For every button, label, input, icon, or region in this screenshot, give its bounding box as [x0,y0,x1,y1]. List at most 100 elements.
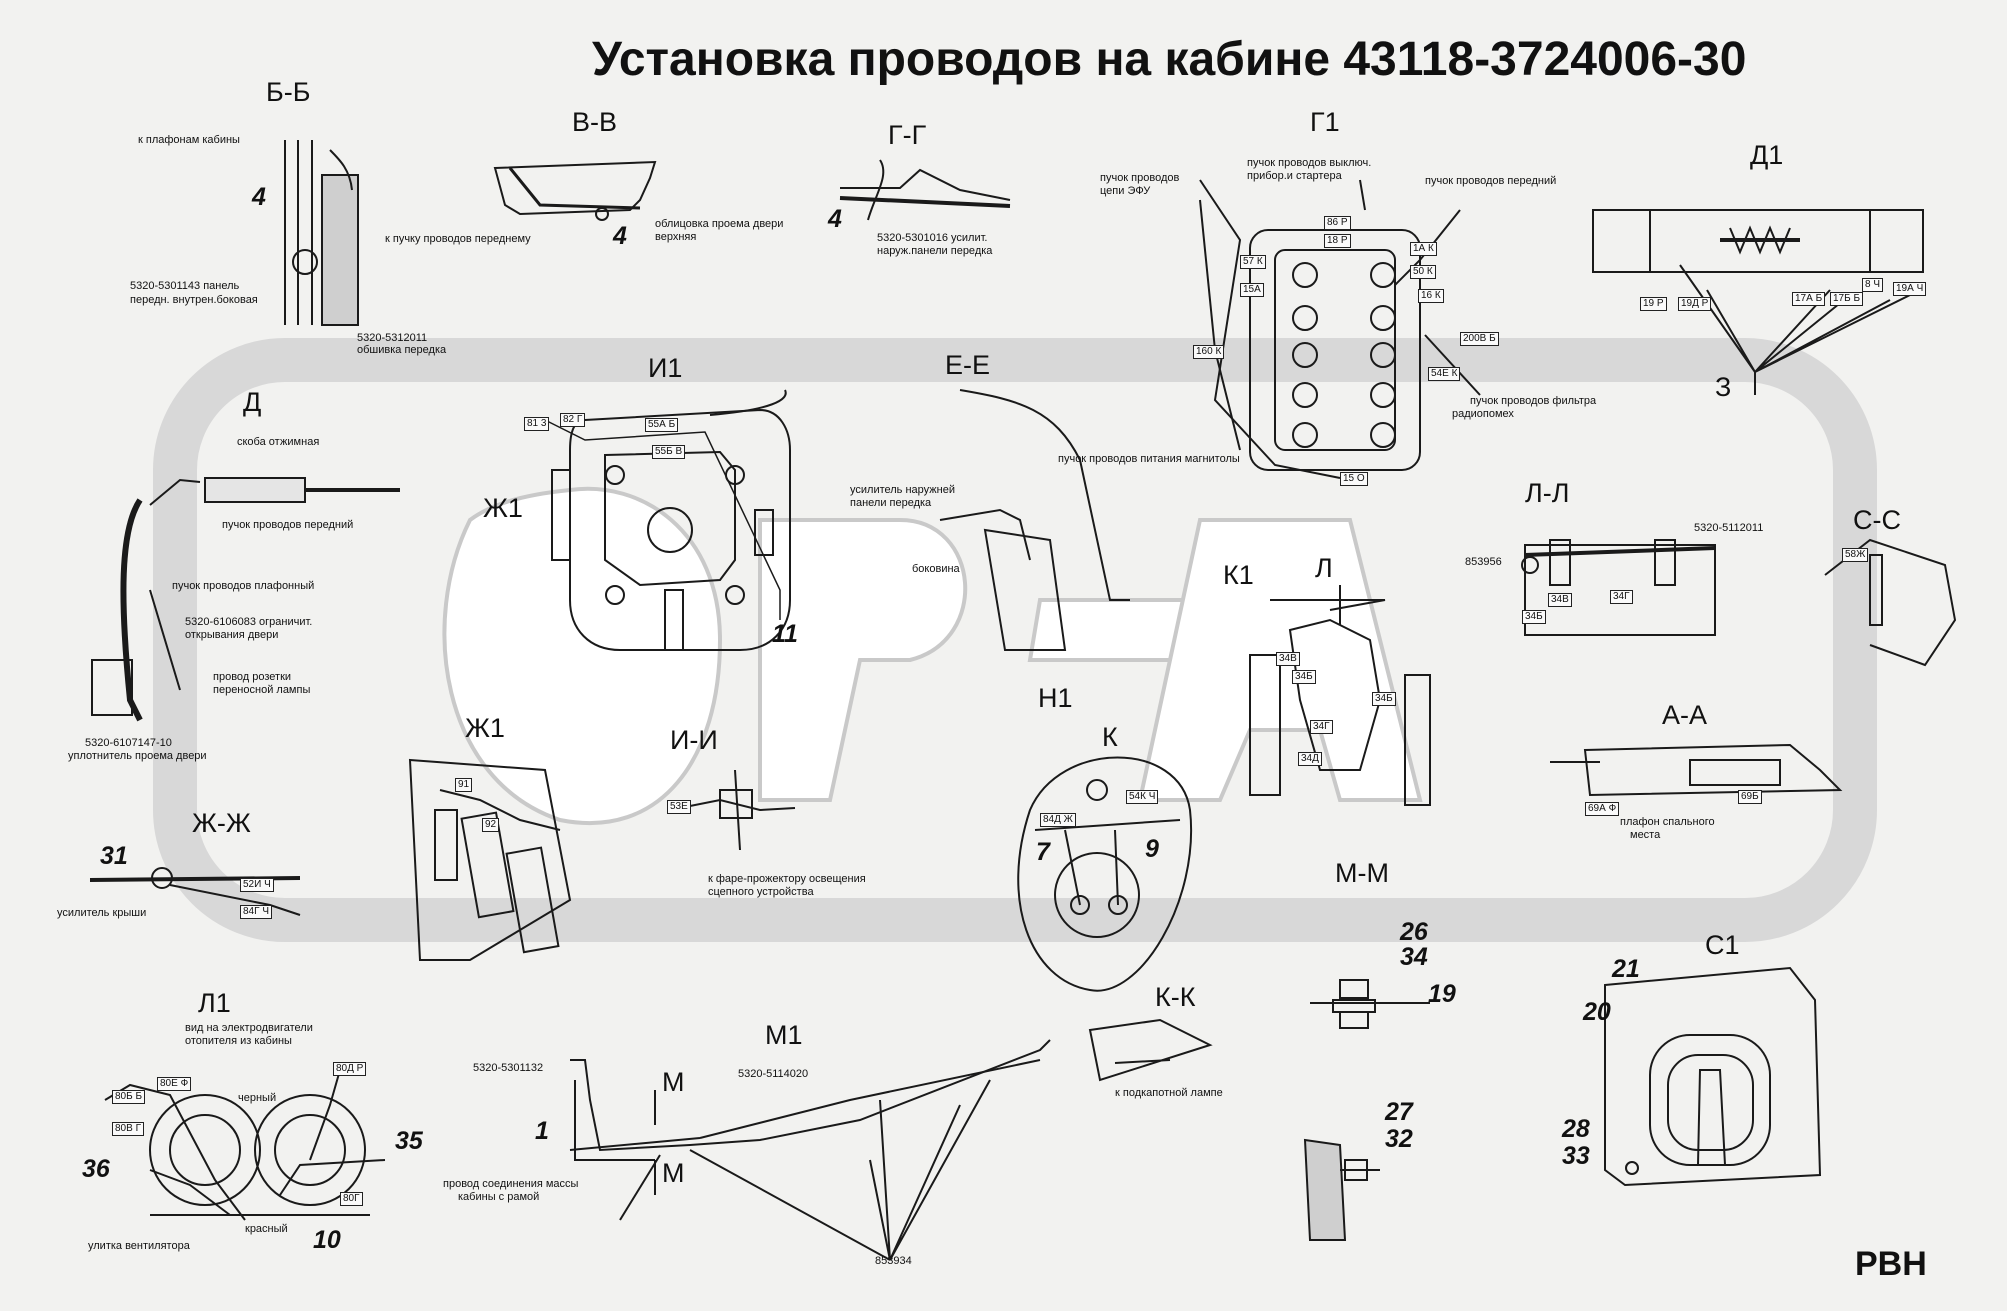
callout-text: усилитель наружней [850,484,955,496]
wire-tag: 55Б В [652,445,686,459]
position-number: 10 [313,1226,341,1254]
view-ll [1521,539,1716,636]
section-label: К1 [1223,560,1254,590]
drawing-code: РВН [1855,1245,1927,1283]
wire-tag: 15А [1240,283,1264,297]
wire-tag: 53Е [667,800,691,814]
position-number: 21 [1612,955,1640,983]
position-number: 20 [1583,998,1611,1026]
position-number: 36 [82,1155,110,1183]
wire-tag: 80Д Р [333,1062,367,1076]
callout-text: 5320-6107147-10 [85,737,172,749]
callout-text: 5320-5114020 [738,1068,809,1080]
view-zh1 [408,758,572,961]
view-gg [839,159,1011,221]
wire-tag: 34Д [1298,752,1322,766]
wire-tag: 69Б [1738,790,1762,804]
callout-text: плафон спального [1620,816,1715,828]
wire-tag: 80Б Б [112,1090,146,1104]
wire-tag: 55А Б [645,418,679,432]
section-label: Н1 [1038,683,1073,713]
callout-text: панели передка [850,497,932,509]
wire-tag: 80Е Ф [157,1077,192,1091]
wire-tag: 69А Ф [1585,802,1620,816]
wire-tag: 52И Ч [240,878,274,892]
position-number: 26 [1400,918,1428,946]
callout-text: вид на электродвигатели [185,1022,313,1034]
callout-text: обшивка передка [357,344,447,356]
wire-tag: 92 [482,818,500,832]
section-label: Д [243,387,262,417]
position-number: 34 [1400,943,1428,971]
position-number: 9 [1145,835,1159,863]
page-title: Установка проводов на кабине 43118-37240… [592,33,1747,86]
callout-text: пучок проводов выключ. [1247,157,1372,169]
section-label: А-А [1662,700,1708,730]
section-label: Е-Е [945,350,991,380]
callout-text: пучок проводов фильтра [1470,395,1597,407]
callout-text: провод соединения массы [443,1178,579,1190]
position-number: 4 [252,183,266,211]
position-number: 4 [828,205,842,233]
wire-tag: 84Д Ж [1040,813,1076,827]
position-number: 33 [1562,1142,1590,1170]
position-number: 28 [1562,1115,1590,1143]
wire-tag: 50 К [1410,265,1436,279]
callout-text: пучок проводов передний [222,519,354,531]
callout-text: усилитель крыши [57,907,147,919]
callout-text: прибор.и стартера [1247,170,1342,182]
wire-tag: 91 [455,778,473,792]
callout-text: 5320-5301143 панель [130,280,240,292]
wire-tag: 34Б [1372,692,1396,706]
wire-tag: 15 О [1340,472,1368,486]
section-label: И1 [648,353,683,383]
section-label: М [662,1158,685,1188]
position-number: 31 [100,842,128,870]
position-number: 19 [1428,980,1456,1008]
callout-text: 853934 [875,1255,912,1267]
view-kk [1088,1018,1213,1082]
position-number: 1 [535,1117,549,1145]
wire-tag: 86 Р [1324,216,1351,230]
section-label: Д1 [1750,140,1784,170]
wire-tag: 17Б Б [1830,292,1864,306]
section-label: Ж-Ж [192,808,251,838]
section-label: Л1 [198,988,231,1018]
wire-tag: 1А К [1410,242,1437,256]
wire-tag: 34В [1276,652,1300,666]
view-n1 [1017,756,1193,992]
callout-text: к пучку проводов переднему [385,233,531,245]
section-label: К [1102,722,1118,752]
callout-text: отопителя из кабины [185,1035,292,1047]
callout-text: пучок проводов плафонный [172,580,315,592]
callout-text: верхняя [655,231,697,243]
wire-tag: 54К Ч [1126,790,1159,804]
callout-text: 5320-6106083 ограничит. [185,616,313,628]
section-label: Ж1 [465,713,505,743]
callout-text: 5320-5301016 усилит. [877,232,988,244]
position-number: 7 [1036,838,1050,866]
callout-text: открывания двери [185,629,279,641]
section-label: К-К [1155,982,1196,1012]
wire-tag: 34Б [1292,670,1316,684]
fastener-27-32 [1303,1138,1380,1241]
view-g1 [1199,179,1481,479]
view-ee [939,389,1130,651]
callout-text: скоба отжимная [237,436,320,448]
callout-text: радиопомех [1452,408,1514,420]
view-vv [493,160,657,221]
callout-text: 5320-5301132 [473,1062,544,1074]
callout-text: 5320-5312011 [357,332,428,344]
wire-tag: 34Г [1310,720,1333,734]
callout-text: уплотнитель проема двери [68,750,207,762]
view-d1 [1592,209,1924,395]
view-k1 [1249,585,1431,806]
wire-tag: 17А Б [1792,292,1826,306]
wire-tag: 81 3 [524,417,550,431]
callout-text: переносной лампы [213,684,311,696]
position-number: 32 [1385,1125,1413,1153]
wire-tag: 57 К [1240,255,1266,269]
callout-text: передн. внутрен.боковая [130,294,258,306]
view-i1 [544,389,791,651]
